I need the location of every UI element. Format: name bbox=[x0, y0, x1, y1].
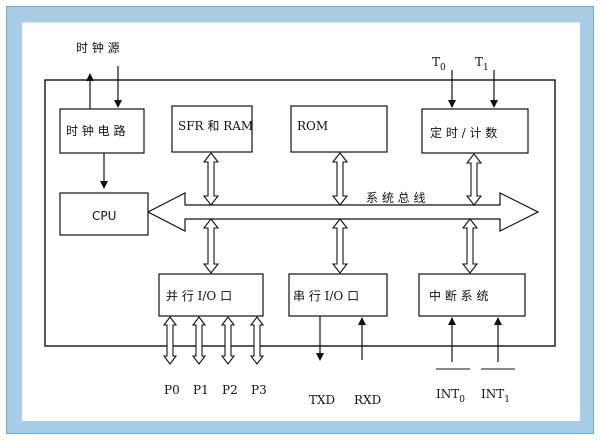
p0-port-arrow bbox=[162, 316, 178, 365]
rom-box bbox=[290, 105, 388, 153]
timer-bus-connector bbox=[465, 153, 483, 206]
rom-bus-connector bbox=[331, 152, 349, 206]
serial-io-box bbox=[288, 273, 388, 317]
timer-counter-label: 定 时 / 计 数 bbox=[430, 125, 497, 140]
interrupt-bus-connector bbox=[461, 218, 479, 274]
sfr-ram-label: SFR 和 RAM bbox=[178, 119, 253, 133]
clock-source-label: 时 钟 源 bbox=[76, 40, 120, 55]
port-arrows bbox=[162, 316, 265, 365]
system-bus-arrow bbox=[146, 192, 540, 232]
p2-label: P2 bbox=[222, 383, 238, 397]
p0-label: P0 bbox=[164, 383, 180, 397]
interrupt-label: 中 断 系 统 bbox=[429, 288, 488, 303]
p1-label: P1 bbox=[193, 383, 209, 397]
cpu-label: CPU bbox=[92, 209, 116, 223]
chip-boundary bbox=[44, 79, 556, 347]
int0-label: INT0 bbox=[436, 387, 465, 405]
cpu-box bbox=[59, 192, 149, 236]
bus-connectors bbox=[202, 152, 483, 274]
p2-port-arrow bbox=[220, 316, 236, 365]
t1-label: T1 bbox=[475, 55, 489, 73]
interrupt-box bbox=[418, 273, 526, 317]
txd-label: TXD bbox=[309, 393, 335, 407]
sfr-ram-bus-connector bbox=[202, 152, 220, 206]
clock-circuit-label: 时 钟 电 路 bbox=[66, 123, 125, 138]
serial-io-bus-connector bbox=[331, 218, 349, 274]
serial-io-label: 串 行 I/O 口 bbox=[293, 289, 359, 303]
timer-counter-box bbox=[421, 108, 529, 154]
clock-circuit-box bbox=[59, 108, 145, 154]
p3-label: P3 bbox=[251, 383, 267, 397]
rxd-label: RXD bbox=[354, 393, 381, 407]
parallel-io-bus-connector bbox=[202, 218, 220, 274]
rom-label: ROM bbox=[297, 119, 328, 133]
system-bus-label: 系 统 总 线 bbox=[366, 191, 425, 205]
int1-label: INT1 bbox=[481, 387, 510, 405]
p1-port-arrow bbox=[191, 316, 207, 365]
sfr-ram-box bbox=[171, 105, 253, 153]
parallel-io-box bbox=[158, 273, 264, 317]
t0-label: T0 bbox=[432, 55, 446, 73]
parallel-io-label: 并 行 I/O 口 bbox=[166, 289, 232, 303]
p3-port-arrow bbox=[249, 316, 265, 365]
